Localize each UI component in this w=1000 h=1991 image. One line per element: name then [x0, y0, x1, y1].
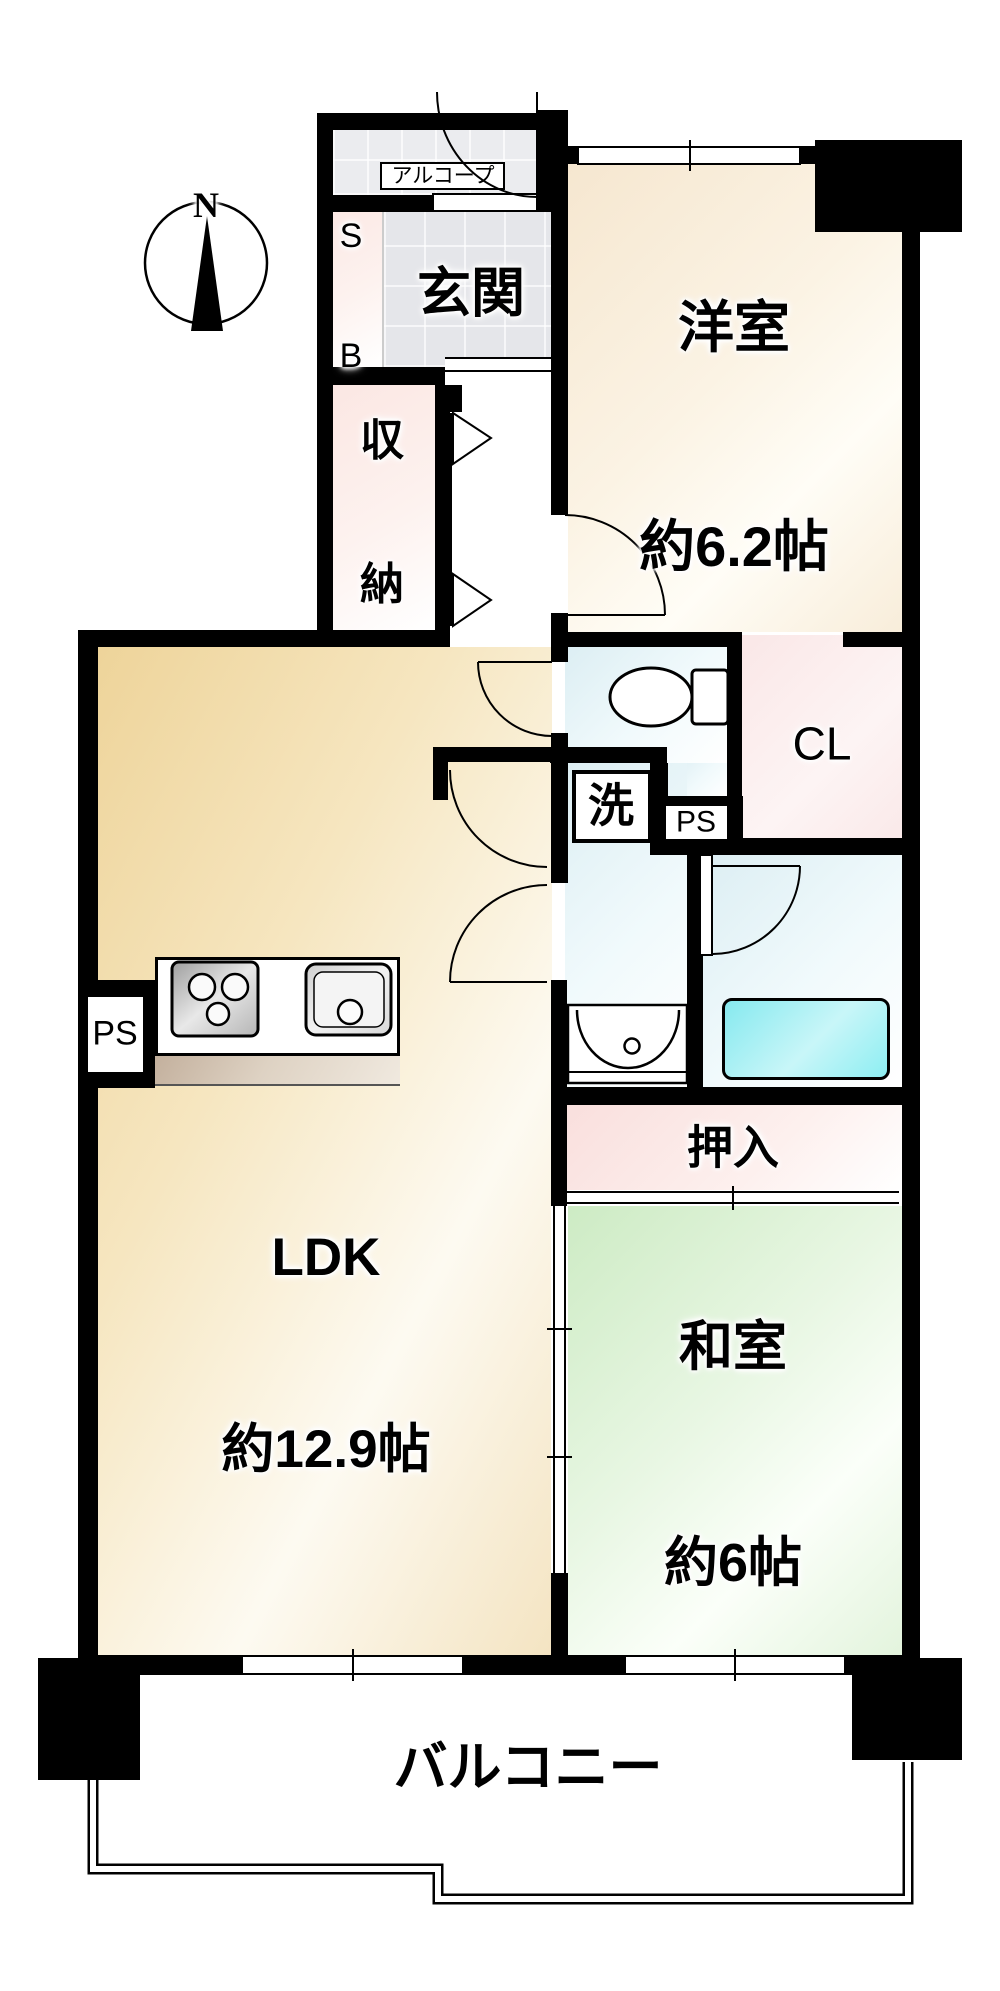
ldk-name: LDK	[271, 1228, 381, 1287]
washer-box	[572, 770, 652, 843]
wall	[551, 1573, 568, 1655]
pipe-space-left-label: PS	[92, 1014, 138, 1053]
wall	[550, 747, 667, 763]
storage-label: 収 納	[360, 416, 404, 609]
western-room-name: 洋室	[677, 296, 790, 359]
pipe-space-left-box	[88, 997, 143, 1072]
room-oshiire	[567, 1105, 902, 1190]
balcony-label: バルコニー	[393, 1737, 663, 1798]
wall	[317, 113, 557, 130]
entrance-label: 玄関	[417, 263, 525, 324]
kitchen-counter	[155, 957, 400, 1056]
corner-pillar	[815, 140, 962, 232]
wall	[687, 853, 703, 1087]
room-entrance	[382, 195, 551, 367]
wall	[650, 838, 920, 855]
storage-folding-door	[450, 411, 493, 628]
room-closet	[742, 635, 902, 838]
washer-label: 洗	[588, 779, 634, 832]
wall	[447, 747, 563, 762]
japanese-room-name: 和室	[678, 1317, 787, 1377]
wall	[450, 385, 462, 412]
wall	[463, 1655, 625, 1675]
western-room-size: 約6.2帖	[639, 515, 829, 578]
wall	[557, 146, 578, 164]
japanese-room-size: 約6帖	[663, 1533, 803, 1593]
room-shoe-box	[333, 195, 382, 367]
room-japanese	[567, 1206, 902, 1655]
corner-pillar	[852, 1658, 962, 1760]
wall	[433, 747, 448, 800]
shoe-box-label: S B	[339, 217, 363, 375]
wall	[563, 632, 742, 647]
wall	[435, 385, 450, 647]
wall	[551, 613, 568, 662]
oshiire-label: 押入	[687, 1121, 779, 1174]
wall	[843, 632, 902, 647]
alcove-label: アルコープ	[391, 164, 495, 188]
pipe-space-right-label: PS	[675, 805, 717, 839]
wall	[800, 146, 815, 164]
wall	[317, 367, 445, 385]
pipe-space-right-box	[666, 806, 727, 839]
north-needle-icon	[191, 216, 223, 331]
wall	[78, 630, 437, 647]
ldk-size: 約12.9帖	[221, 1420, 431, 1479]
compass-north-label: N	[193, 185, 219, 226]
closet-label: CL	[792, 717, 852, 770]
wall	[902, 232, 920, 1658]
wall	[78, 630, 98, 1675]
room-storage	[333, 385, 435, 630]
western-room-label: 洋室 約6.2帖	[639, 145, 829, 729]
kitchen-counter-edge	[155, 1056, 400, 1086]
wall	[552, 1087, 920, 1105]
japanese-room-label: 和室 約6帖	[664, 1167, 802, 1743]
corner-pillar	[38, 1658, 140, 1780]
wall	[333, 195, 433, 212]
wall	[551, 165, 568, 515]
ldk-label: LDK 約12.9帖	[221, 1098, 430, 1610]
wall	[551, 733, 568, 883]
bathtub	[722, 998, 890, 1080]
slider-channel	[551, 1206, 568, 1573]
